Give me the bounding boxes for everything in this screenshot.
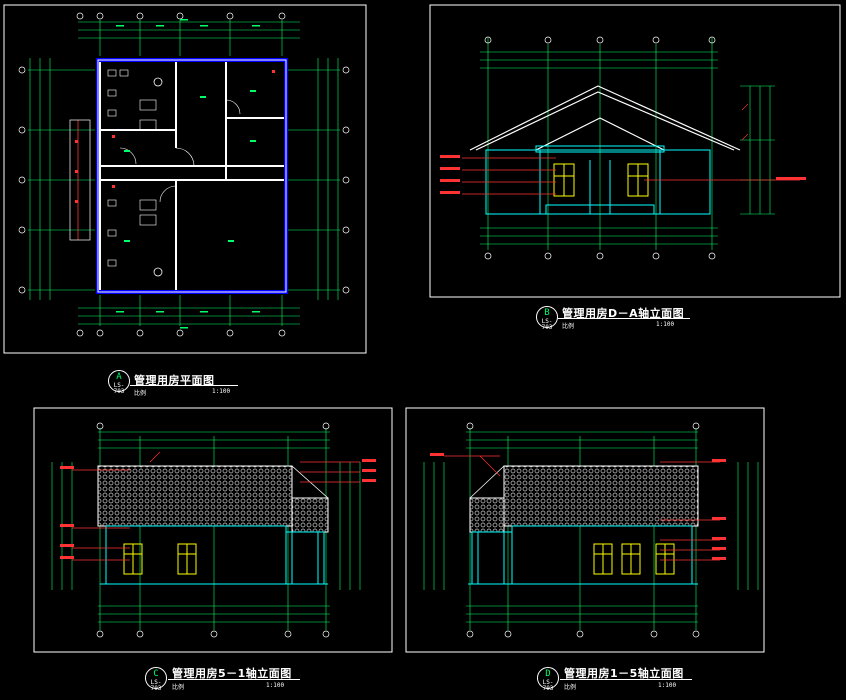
badge-code: LS-703 (150, 679, 162, 692)
toilet-icon (107, 69, 157, 267)
scale-label-b: 比例 (562, 323, 575, 330)
drawing-number-badge-a: A LS-703 (108, 370, 130, 395)
scale-label-c: 比例 (172, 684, 185, 691)
drawing-title-c: 管理用房5－1轴立面图 (172, 667, 292, 680)
badge-code: LS-703 (542, 679, 554, 692)
badge-code: LS-703 (113, 382, 125, 395)
scale-value-c: 1:100 (266, 682, 285, 689)
badge-letter: B (544, 308, 550, 318)
scale-label-d: 比例 (564, 684, 577, 691)
elevation-5-1-frame (33, 407, 393, 653)
elevation-1-5-frame (405, 407, 765, 653)
axis-bubble-icon (466, 422, 700, 638)
badge-letter: A (116, 372, 122, 382)
badge-code: LS-703 (541, 318, 553, 331)
axis-bubble-icon (18, 12, 350, 337)
floor-plan-frame (3, 4, 367, 354)
title-underline-d (560, 679, 692, 680)
window-icon (123, 543, 197, 575)
door-swing-icon (119, 99, 241, 203)
window-icon (553, 163, 649, 197)
elevation-d-a-panel (429, 4, 841, 298)
elevation-d-a-frame (429, 4, 841, 298)
title-underline-a (130, 385, 238, 386)
drawing-number-badge-c: C LS-703 (145, 667, 167, 692)
scale-value-d: 1:100 (658, 682, 677, 689)
wheelchair-icon (153, 77, 163, 277)
drawing-number-badge-b: B LS-703 (536, 306, 558, 331)
axis-bubble-icon (96, 422, 330, 638)
floor-plan-panel (3, 4, 367, 354)
scale-label-a: 比例 (134, 390, 147, 397)
elevation-1-5-panel (405, 407, 765, 653)
drawing-number-badge-d: D LS-703 (537, 667, 559, 692)
elevation-5-1-panel (33, 407, 393, 653)
drawing-title-d: 管理用房1－5轴立面图 (564, 667, 684, 680)
drawing-title-b: 管理用房D－A轴立面图 (562, 307, 685, 320)
title-underline-c (168, 679, 300, 680)
axis-bubble-icon (484, 36, 716, 260)
scale-value-b: 1:100 (656, 321, 675, 328)
title-underline-b (558, 318, 690, 319)
drawing-title-a: 管理用房平面图 (134, 374, 215, 387)
scale-value-a: 1:100 (212, 388, 231, 395)
badge-letter: D (545, 669, 551, 679)
window-icon (593, 543, 675, 575)
badge-letter: C (153, 669, 159, 679)
